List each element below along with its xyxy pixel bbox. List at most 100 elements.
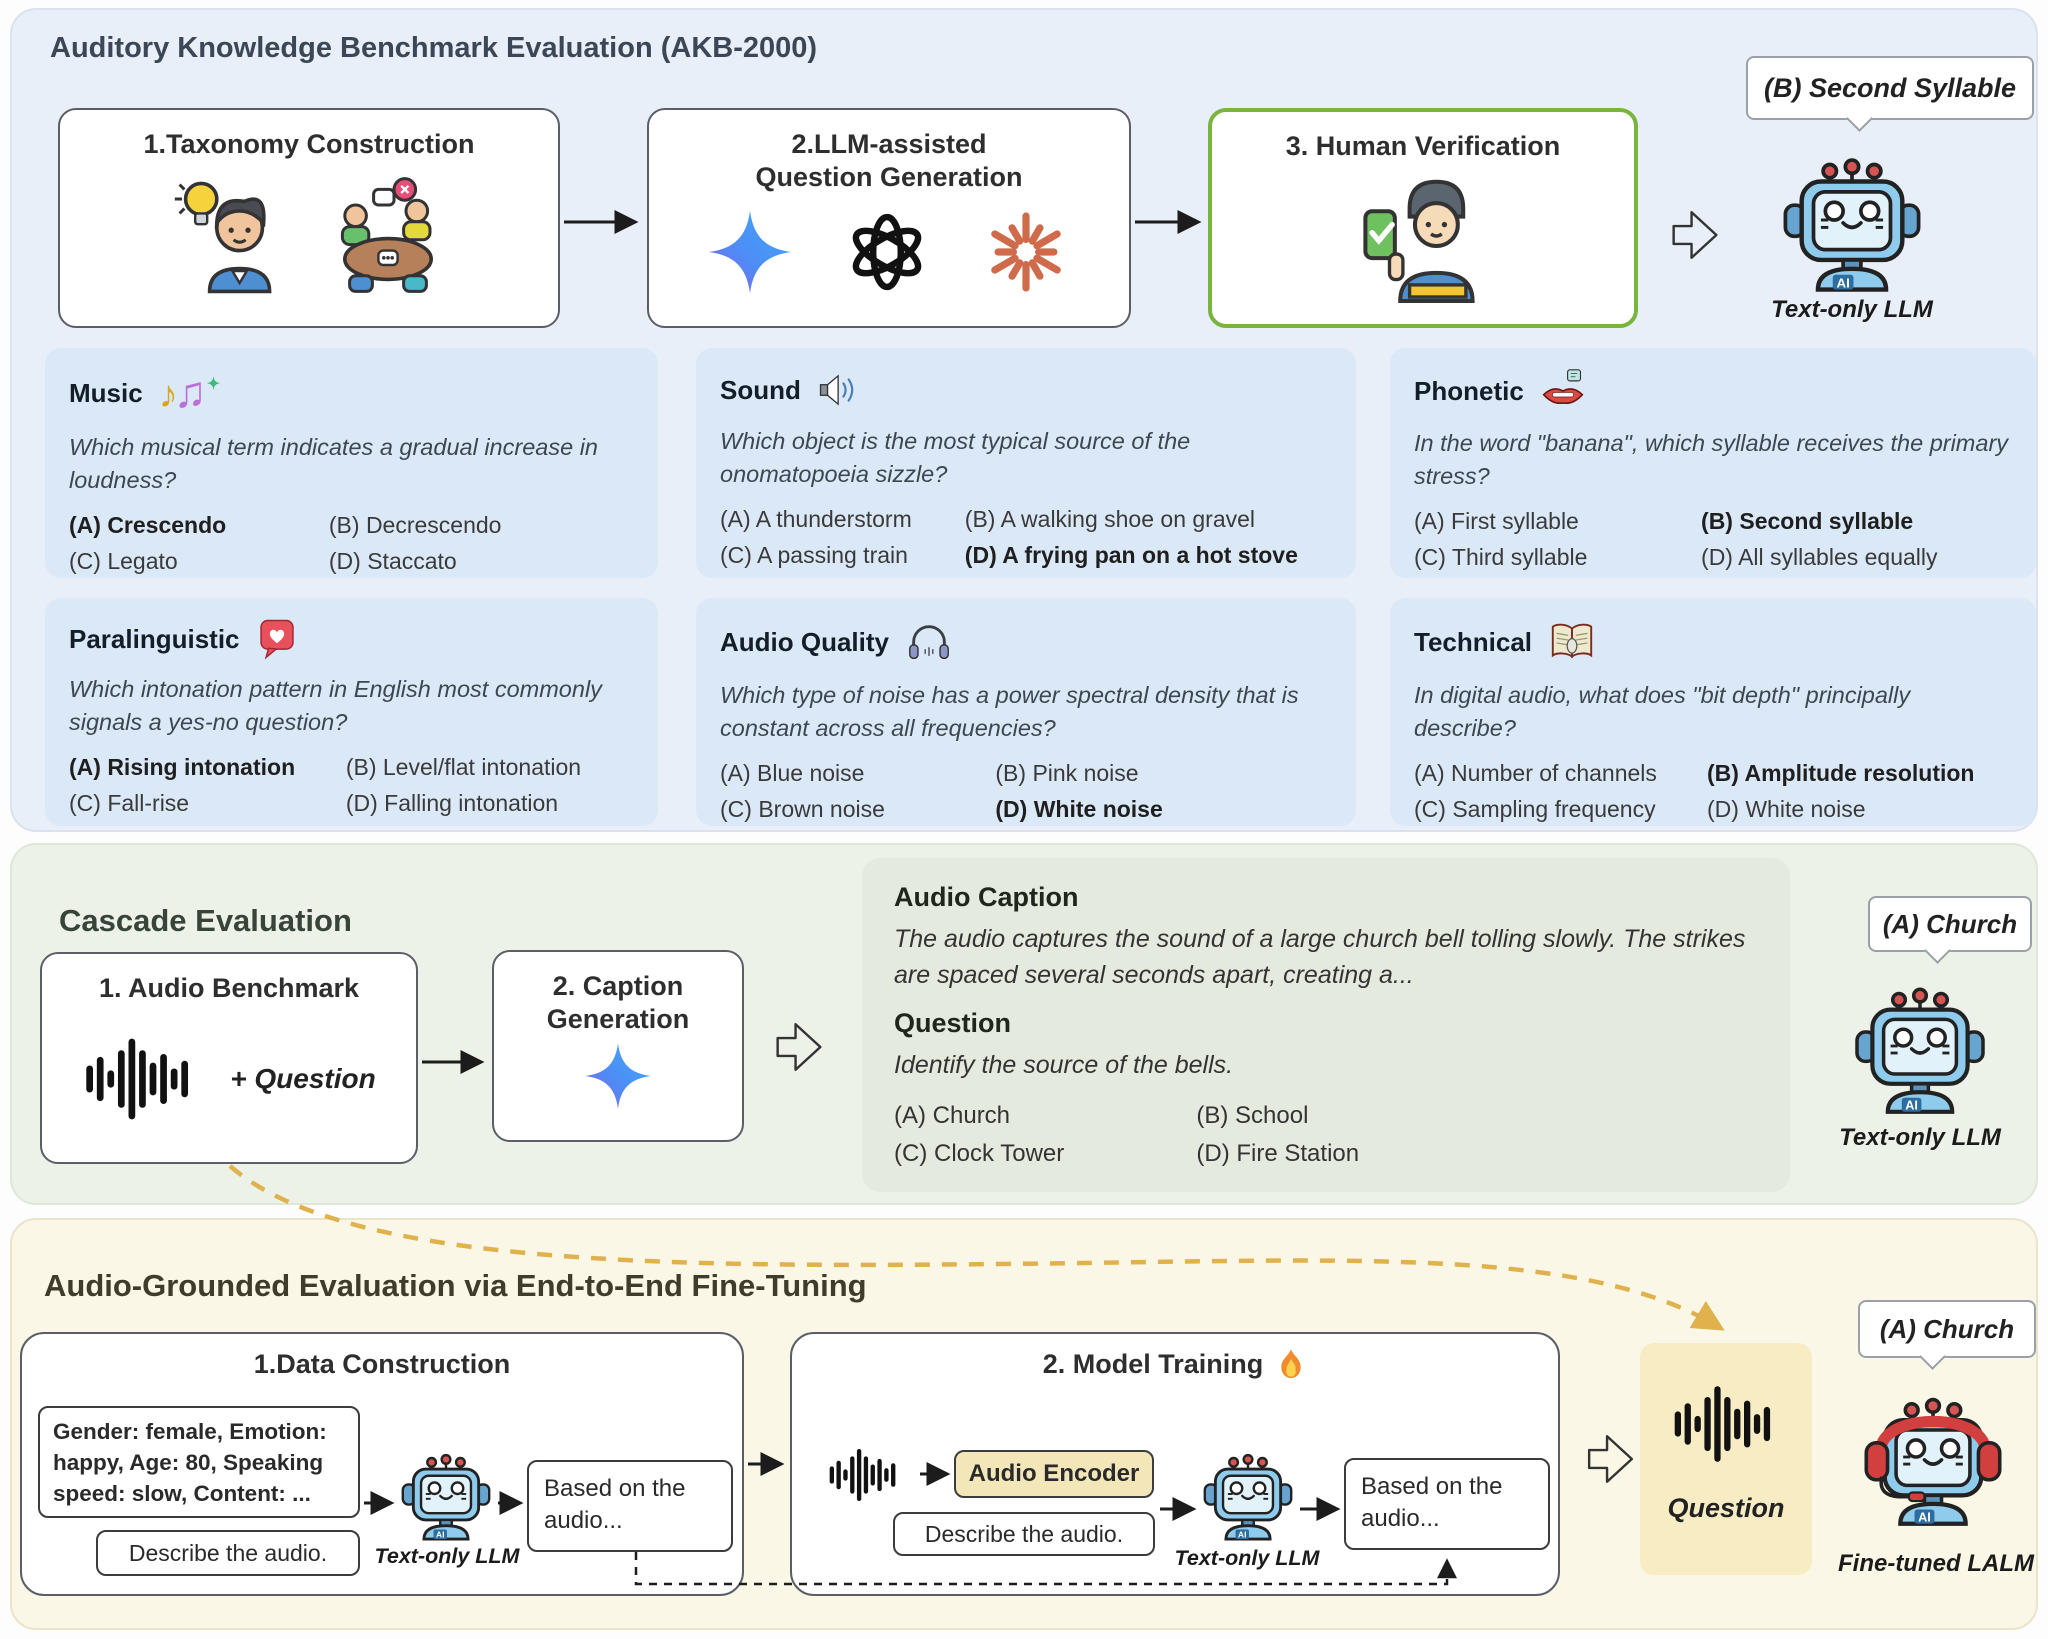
option: (D) Fire Station [1196, 1139, 1360, 1167]
card-paralinguistic-question: Which intonation pattern in English most… [69, 676, 602, 735]
step-taxonomy-title: 1.Taxonomy Construction [143, 129, 475, 159]
option: (D) All syllables equally [1701, 543, 1938, 570]
option: (D) A frying pan on a hot stove [964, 541, 1298, 568]
audio-encoder-box: Audio Encoder [954, 1450, 1154, 1498]
audio-caption-text: The audio captures the sound of a large … [894, 925, 1746, 989]
option: (C) Fall-rise [69, 789, 190, 816]
lips-icon [1540, 368, 1586, 414]
step-human-verification-title: 3. Human Verification [1285, 131, 1561, 161]
option: (C) Brown noise [720, 795, 885, 822]
question-label: Question [1667, 1493, 1785, 1523]
option: (C) Third syllable [1414, 543, 1588, 570]
option: (A) Rising intonation [69, 753, 296, 780]
option: (D) White noise [1707, 795, 1866, 822]
meeting-table-icon [328, 175, 448, 295]
card-sound-question: Which object is the most typical source … [720, 428, 1191, 487]
card-music-question: Which musical term indicates a gradual i… [69, 434, 598, 493]
option: (C) A passing train [720, 541, 908, 568]
based-on-audio-output-box: Based on the audio... [1344, 1458, 1550, 1550]
heart-bubble-icon [256, 618, 298, 660]
card-technical-question: In digital audio, what does "bit depth" … [1414, 682, 1911, 741]
waveform-icon [1664, 1379, 1788, 1469]
based-on-audio-output-box: Based on the audio... [527, 1460, 733, 1552]
card-paralinguistic: Paralinguistic Which intonation pattern … [45, 598, 658, 826]
fine-tuned-lalm-label: Fine-tuned LALM [1838, 1550, 2034, 1577]
step-taxonomy-construction: 1.Taxonomy Construction [58, 108, 560, 328]
hollow-arrow-icon [1583, 1428, 1638, 1490]
option: (B) A walking shoe on gravel [964, 505, 1256, 532]
open-book-icon [1548, 618, 1596, 666]
audio-question-box: Question [1640, 1343, 1812, 1575]
option: (A) Number of channels [1414, 759, 1657, 786]
option: (C) Legato [69, 547, 178, 574]
hollow-arrow-icon [772, 1016, 826, 1078]
flame-icon [1275, 1348, 1307, 1380]
option: (B) Level/flat intonation [345, 753, 582, 780]
option: (C) Clock Tower [894, 1139, 1065, 1167]
idea-person-icon [170, 175, 290, 295]
step-model-training-title: 2. Model Training [1042, 1349, 1264, 1379]
plus-question-label: + Question [230, 1062, 376, 1094]
finetune-answer-bubble: (A) Church [1858, 1300, 2036, 1358]
option: (B) Decrescendo [328, 511, 502, 538]
card-technical: Technical In digital audio, what does "b… [1390, 598, 2036, 826]
gemini-icon [584, 1042, 652, 1110]
step-data-construction-title: 1.Data Construction [253, 1349, 511, 1379]
card-audio-quality: Audio Quality Which type of noise has a … [696, 598, 1356, 826]
text-only-llm-robot-icon [1200, 1446, 1296, 1542]
question-heading: Question [894, 1008, 1012, 1038]
finetune-title: Audio-Grounded Evaluation via End-to-End… [44, 1268, 867, 1303]
waveform-icon [82, 1031, 200, 1127]
cascade-title: Cascade Evaluation [59, 903, 352, 938]
text-only-llm-robot-icon [398, 1446, 494, 1542]
claude-icon [981, 207, 1071, 297]
akb-answer-bubble: (B) Second Syllable [1746, 56, 2034, 120]
audio-caption-panel: Audio Caption The audio captures the sou… [862, 858, 1790, 1192]
speaker-icon [817, 368, 861, 412]
fine-tuned-lalm-robot-icon [1862, 1386, 2004, 1528]
card-music: Music ♪♫✦ Which musical term indicates a… [45, 348, 658, 578]
option: (B) School [1196, 1101, 1309, 1129]
option: (B) Amplitude resolution [1707, 759, 1975, 786]
music-notes-icon: ♪♫✦ [158, 368, 221, 417]
cascade-answer-bubble: (A) Church [1868, 896, 2032, 952]
option: (D) Falling intonation [345, 789, 559, 816]
openai-icon [841, 206, 933, 298]
option: (D) White noise [995, 795, 1163, 822]
step-audio-benchmark-title: 1. Audio Benchmark [98, 973, 360, 1003]
option: (A) First syllable [1414, 507, 1579, 534]
describe-audio-prompt-box: Describe the audio. [893, 1512, 1155, 1556]
option: (B) Pink noise [995, 759, 1139, 786]
gemini-icon [707, 209, 793, 295]
option: (D) Staccato [328, 547, 457, 574]
text-only-llm-robot-icon [1850, 976, 1990, 1116]
human-verifier-icon [1356, 171, 1490, 305]
headphones-icon [905, 618, 953, 666]
option: (A) A thunderstorm [720, 505, 912, 532]
text-only-llm-label: Text-only LLM [1174, 1546, 1320, 1570]
card-sound: Sound Which object is the most typical s… [696, 348, 1356, 578]
option: (A) Crescendo [69, 511, 227, 538]
describe-audio-prompt-box: Describe the audio. [96, 1530, 360, 1576]
card-phonetic-question: In the word "banana", which syllable rec… [1414, 430, 2009, 489]
text-only-llm-label: Text-only LLM [1771, 296, 1933, 323]
waveform-icon [814, 1444, 916, 1506]
question-text: Identify the source of the bells. [894, 1051, 1234, 1079]
option: (C) Sampling frequency [1414, 795, 1656, 822]
text-only-llm-label: Text-only LLM [1839, 1124, 2001, 1151]
hollow-arrow-icon [1668, 204, 1722, 266]
audio-caption-heading: Audio Caption [894, 882, 1079, 912]
option: (B) Second syllable [1701, 507, 1914, 534]
akb-title: Auditory Knowledge Benchmark Evaluation … [50, 32, 818, 64]
text-only-llm-label: Text-only LLM [374, 1544, 520, 1568]
step-audio-benchmark: 1. Audio Benchmark + Question [40, 952, 418, 1164]
option: (A) Blue noise [720, 759, 865, 786]
step-human-verification: 3. Human Verification [1208, 108, 1638, 328]
card-audio-quality-question: Which type of noise has a power spectral… [720, 682, 1299, 741]
card-phonetic: Phonetic In the word "banana", which syl… [1390, 348, 2036, 578]
